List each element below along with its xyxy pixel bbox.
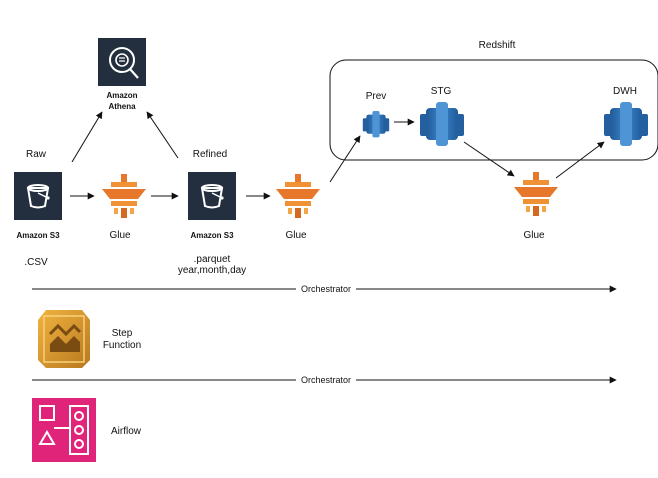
athena-label-line2: Athena xyxy=(108,102,136,111)
redshift-label: Redshift xyxy=(479,40,516,51)
arrow-glue2-to-prev xyxy=(329,135,361,183)
s3-refined-icon xyxy=(187,171,237,221)
glue-icon-1 xyxy=(102,174,146,218)
orchestrator-label-2: Orchestrator xyxy=(301,375,351,385)
arrow-s3refined-to-athena xyxy=(146,111,179,159)
glue-icon-3 xyxy=(514,172,558,216)
airflow-label: Airflow xyxy=(111,426,142,437)
parquet-label-line2: year,month,day xyxy=(178,265,246,276)
raw-label: Raw xyxy=(26,149,47,160)
redshift-prev-icon xyxy=(362,111,390,138)
step-label-line1: Step xyxy=(112,328,133,339)
athena-label-line1: Amazon xyxy=(106,91,137,100)
airflow-icon xyxy=(32,398,96,462)
orchestrator-label-1: Orchestrator xyxy=(301,284,351,294)
arrow-stg-to-glue3 xyxy=(463,141,515,177)
step-label-line2: Function xyxy=(103,340,141,351)
glue-2-label: Glue xyxy=(285,230,307,241)
dwh-label: DWH xyxy=(613,86,637,97)
s3-refined-label: Amazon S3 xyxy=(190,231,234,240)
redshift-dwh-icon xyxy=(604,102,648,146)
glue-1-label: Glue xyxy=(109,230,131,241)
s3-raw-icon xyxy=(13,171,63,221)
glue-3-label: Glue xyxy=(523,230,545,241)
athena-icon xyxy=(98,38,146,86)
prev-label: Prev xyxy=(366,91,387,102)
step-functions-icon xyxy=(38,310,90,368)
arrow-s3raw-to-athena xyxy=(71,111,103,163)
glue-icon-2 xyxy=(276,174,320,218)
s3-raw-label: Amazon S3 xyxy=(16,231,60,240)
redshift-stg-icon xyxy=(420,102,464,146)
parquet-label-line1: .parquet xyxy=(194,254,231,265)
redshift-group-box xyxy=(329,59,658,161)
csv-label: .CSV xyxy=(24,257,48,268)
refined-label: Refined xyxy=(193,149,227,160)
arrow-glue3-to-dwh xyxy=(555,141,605,179)
stg-label: STG xyxy=(431,86,452,97)
